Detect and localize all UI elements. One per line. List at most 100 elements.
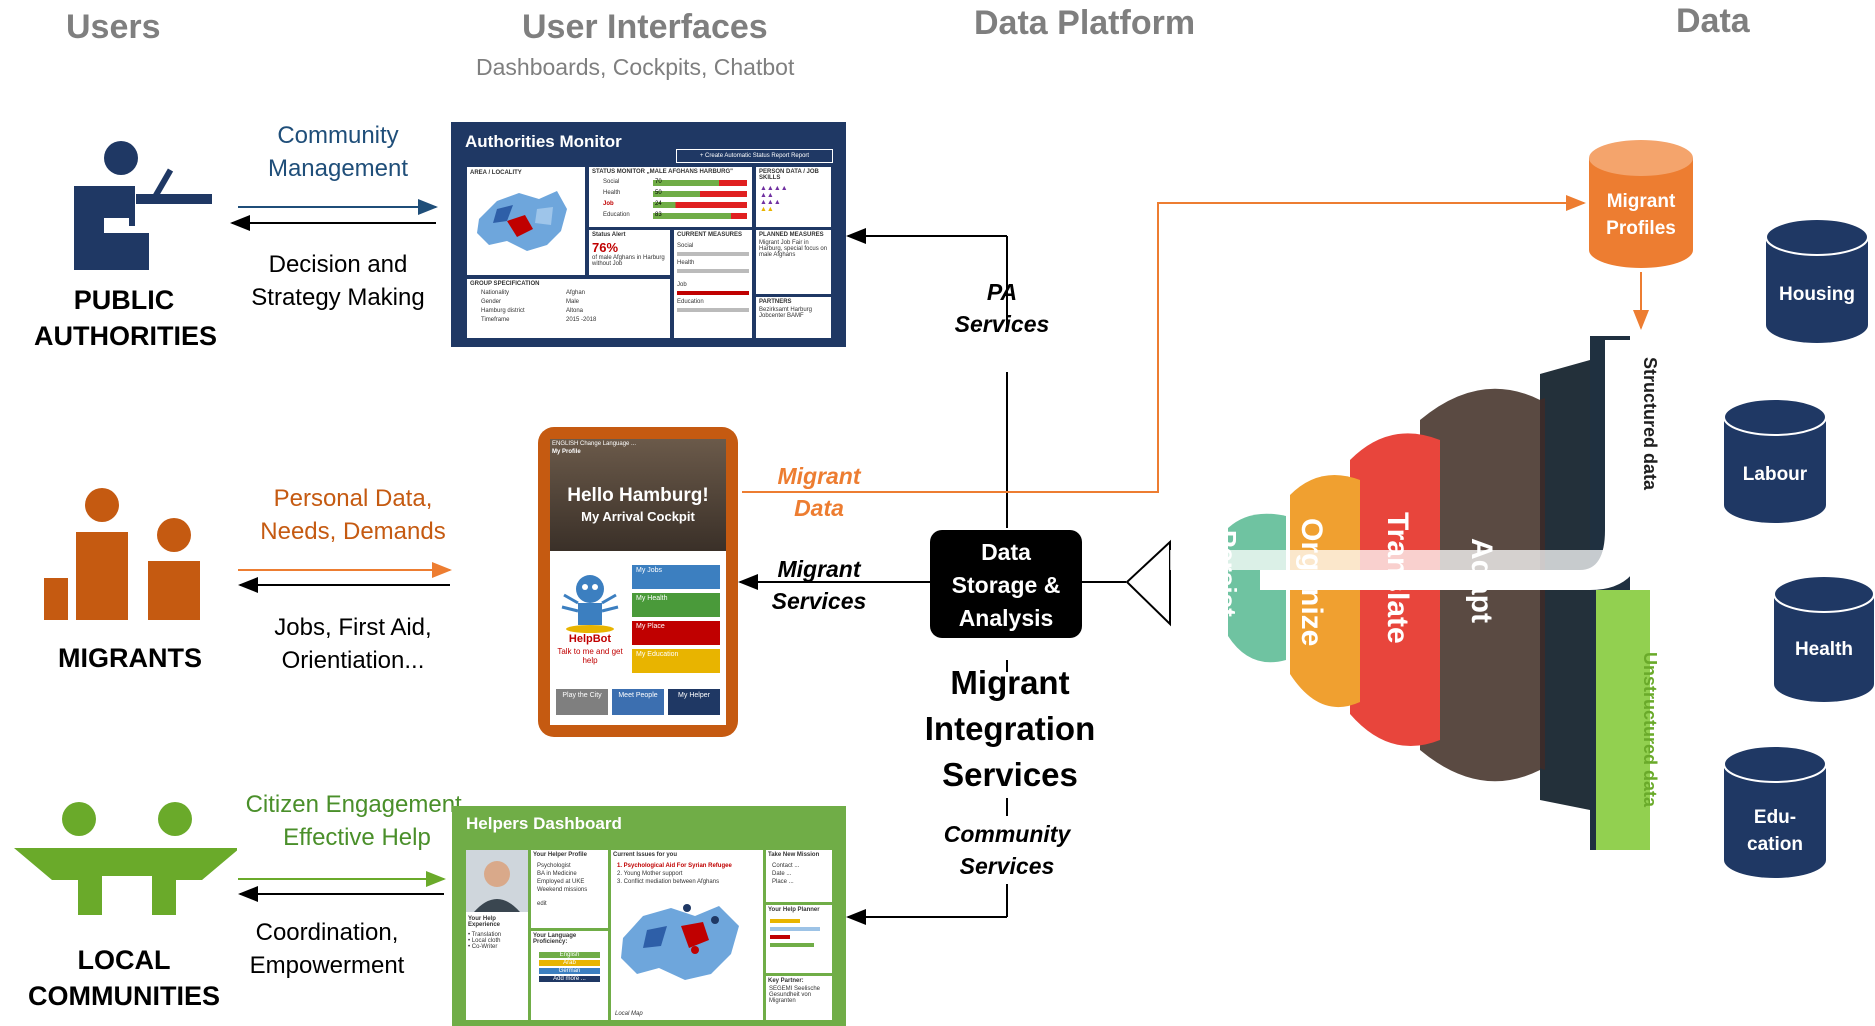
cockpit-tiles: My Jobs My Health My Place My Education <box>632 565 720 677</box>
structured-data-label: Structured data <box>1640 357 1660 491</box>
area-panel: AREA / LOCALITY <box>467 167 585 275</box>
authorities-monitor-dashboard[interactable]: Authorities Monitor + Create Automatic S… <box>451 122 846 347</box>
status-row-label: Education <box>603 212 630 218</box>
funnel-layer-label: Persist <box>1212 530 1242 617</box>
user-interfaces-subtitle: Dashboards, Cockpits, Chatbot <box>476 54 795 80</box>
group-photo: ENGLISH Change Language ... My Profile H… <box>550 439 726 551</box>
cockpit-bottom-tile[interactable]: My Helper <box>668 689 720 715</box>
my-profile-link[interactable]: My Profile <box>552 449 581 455</box>
group-spec-key: Timeframe <box>481 317 510 323</box>
status-alert-panel: Status Alert 76% of male Afghans in Harb… <box>589 230 670 275</box>
group-spec-key: Gender <box>481 299 502 305</box>
funnel-layer-label: Translate <box>1381 512 1414 644</box>
key-partner-panel: Key Partner: SEGEMI Seelische Gesundheit… <box>766 976 832 1020</box>
edit-link[interactable]: edit <box>537 901 547 907</box>
create-report-button[interactable]: + Create Automatic Status Report Report <box>676 149 833 163</box>
change-language-link[interactable]: ENGLISH Change Language ... <box>552 441 637 447</box>
labour-cylinder-icon <box>1723 398 1827 523</box>
helper-profile-panel: Your Helper Profile Psychologist BA in M… <box>531 850 608 928</box>
coordination-label: Coordination,Empowerment <box>249 919 405 979</box>
status-monitor-panel: STATUS MONITOR „MALE AFGHANS HARBURG" So… <box>589 167 752 227</box>
help-planner-panel: Your Help Planner <box>766 905 832 973</box>
cockpit-bottom-tile[interactable]: Meet People <box>612 689 664 715</box>
public-authorities-label: PUBLIC AUTHORITIES <box>34 285 218 351</box>
group-spec-value: Afghan <box>566 290 586 296</box>
cockpit-screen: ENGLISH Change Language ... My Profile H… <box>550 439 726 725</box>
migrant-cockpit-tablet[interactable]: ENGLISH Change Language ... My Profile H… <box>538 427 738 737</box>
helpers-dashboard[interactable]: Helpers Dashboard Your Help Experience •… <box>452 806 846 1026</box>
helpers-dashboard-title: Helpers Dashboard <box>466 814 622 833</box>
cockpit-tile[interactable]: My Jobs <box>632 565 720 589</box>
health-cylinder-icon <box>1773 575 1875 702</box>
personal-data-label: Personal Data,Needs, Demands <box>260 485 446 545</box>
data-funnel <box>1125 336 1650 850</box>
status-row-value: 24 <box>655 201 662 207</box>
status-row-value: 70 <box>655 179 662 185</box>
helpbot-subtitle: Talk to me and get help <box>557 647 623 665</box>
data-header: Data <box>1676 2 1750 40</box>
arrival-cockpit-subtitle: My Arrival Cockpit <box>581 509 695 524</box>
status-row: Job 24 <box>589 201 749 210</box>
helper-avatar <box>466 850 528 912</box>
hamburg-map-icon <box>477 191 567 251</box>
labour-db: Labour <box>1722 395 1828 527</box>
funnel-layer-label: Organize <box>1295 518 1328 647</box>
group-spec-row: Timeframe 2015 -2018 <box>481 316 656 325</box>
person-data-panel: PERSON DATA / JOB SKILLS ▲▲▲▲▲▲▲▲▲▲▲ <box>756 167 831 227</box>
language-panel: Your Language Proficiency: English Arab … <box>531 931 608 1020</box>
jobs-first-aid-label: Jobs, First Aid,Orientiation... <box>274 614 432 674</box>
education-db: Edu-cation <box>1722 742 1828 882</box>
current-issues-panel: Current Issues for you 1. Psychological … <box>611 850 763 1020</box>
local-communities-label: LOCAL COMMUNITIES <box>28 945 220 1011</box>
helpbot-title[interactable]: HelpBot <box>568 633 612 645</box>
housing-cylinder-icon <box>1765 218 1869 343</box>
migrants-icon <box>44 488 200 620</box>
status-row-label: Job <box>603 201 614 207</box>
cockpit-tile[interactable]: My Education <box>632 649 720 673</box>
status-row-label: Social <box>603 179 620 185</box>
data-platform-header: Data Platform <box>974 4 1196 42</box>
cockpit-tile[interactable]: My Health <box>632 593 720 617</box>
new-mission-panel[interactable]: Take New Mission Contact ... Date ... Pl… <box>766 850 832 902</box>
migrants-label: MIGRANTS <box>58 643 202 673</box>
citizen-engagement-label: Citizen Engagement,Effective Help <box>245 791 469 851</box>
status-row-bar <box>653 213 747 219</box>
current-measures-panel: CURRENT MEASURES Social Health Job Educa… <box>674 230 752 338</box>
housing-db: Housing <box>1764 215 1870 347</box>
users-header: Users <box>66 8 161 46</box>
status-row-bar <box>653 202 747 208</box>
helpbot-robot-icon <box>561 575 619 633</box>
status-row-label: Health <box>603 190 621 196</box>
user-interfaces-header: User Interfaces <box>522 8 768 46</box>
unstructured-data-label: Unstructured data <box>1640 652 1660 808</box>
cockpit-tile[interactable]: My Place <box>632 621 720 645</box>
authorities-monitor-title: Authorities Monitor <box>465 132 622 151</box>
local-communities-icon <box>14 802 237 915</box>
group-spec-row: Nationality Afghan <box>481 289 656 298</box>
add-language-button[interactable]: Add more ... <box>539 976 600 982</box>
group-spec-value: Altona <box>566 308 584 314</box>
partners-panel: PARTNERS Bezirksamt Harburg Jobcenter BA… <box>756 297 831 338</box>
status-row-bar <box>653 180 747 186</box>
group-spec-value: 2015 -2018 <box>566 317 597 323</box>
status-row-bar <box>653 191 747 197</box>
group-spec-key: Nationality <box>481 290 510 296</box>
status-row: Social 70 <box>589 179 749 188</box>
hello-hamburg-title: Hello Hamburg! <box>567 485 709 506</box>
public-authorities-icon <box>74 141 212 270</box>
funnel-layer-label: Adapt <box>1465 538 1498 623</box>
cockpit-bottom-tile[interactable]: Play the City <box>556 689 608 715</box>
